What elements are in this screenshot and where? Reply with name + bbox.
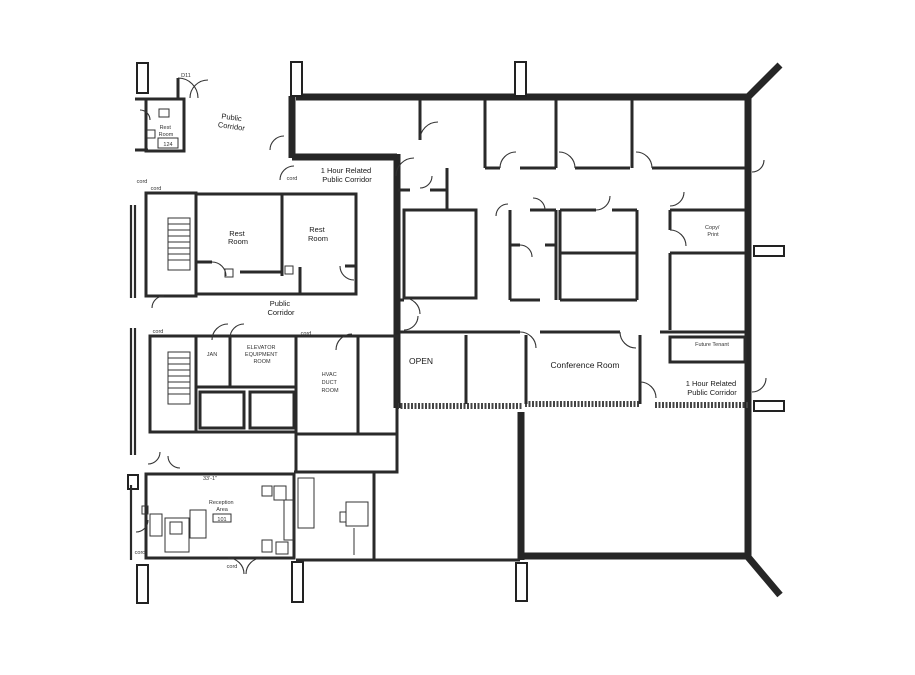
room-number-101: 101	[217, 517, 226, 523]
rest-room-small-label: Rest Room	[159, 125, 174, 138]
room-number-124: 124	[163, 142, 172, 148]
rest-room-right-label: Rest Room	[308, 225, 328, 243]
stairs-upper	[167, 217, 191, 271]
door-tag: cord	[301, 331, 312, 337]
rest-room-left-label: Rest Room	[228, 229, 248, 246]
dimension-note: 33'-1"	[203, 476, 217, 482]
left-block-walls	[129, 78, 520, 562]
copy-print-label: Copy/ Print	[705, 225, 721, 238]
interior-walls	[398, 100, 747, 404]
conference-room-label: Conference Room	[551, 360, 620, 370]
door-tag: cord	[137, 179, 148, 185]
door-tag: cord	[287, 176, 298, 182]
future-tenant-label: Future Tenant	[695, 342, 729, 348]
door-tag: cord	[153, 329, 164, 335]
hvac-label: HVAC DUCT ROOM	[321, 372, 339, 394]
door-swings	[135, 77, 767, 575]
jan-label: JAN	[207, 352, 217, 358]
public-corridor-top-label: Public Corridor	[217, 111, 247, 133]
door-tag: cord	[151, 186, 162, 192]
reception-label: Reception Area	[209, 500, 235, 513]
one-hour-corridor-top-label: 1 Hour Related Public Corridor	[321, 166, 374, 184]
reception-furniture	[141, 477, 369, 555]
door-tag: cord	[135, 550, 146, 556]
public-corridor-mid-label: Public Corridor	[267, 299, 295, 317]
room-labels: Public Corridor Rest Room 124 1 Hour Rel…	[159, 111, 739, 523]
one-hour-corridor-right-label: 1 Hour Related Public Corridor	[686, 379, 739, 397]
door-tag: D11	[181, 73, 191, 79]
door-tags: D11 cord cord cord cord cord cord cord	[135, 73, 312, 570]
stairs-lower	[167, 351, 191, 405]
columns	[127, 61, 785, 604]
exterior-walls	[288, 62, 783, 598]
open-label: OPEN	[409, 356, 433, 366]
door-tag: cord	[227, 564, 238, 570]
elevator-equipment-label: ELEVATOR EQUIPMENT ROOM	[245, 345, 279, 365]
